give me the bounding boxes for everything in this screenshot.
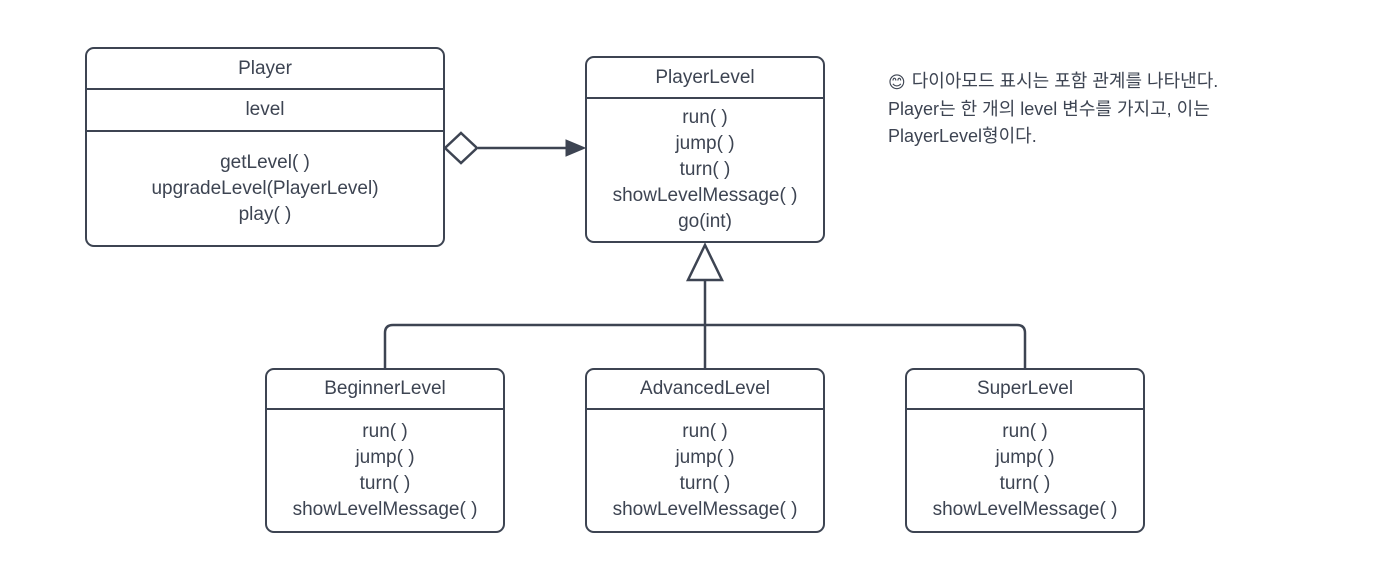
operation-turn: turn( ): [359, 472, 411, 494]
annotation-note: 😊 다이아모드 표시는 포함 관계를 나타낸다. Player는 한 개의 lev…: [888, 68, 1318, 150]
operation-showlevelmessage: showLevelMessage( ): [612, 185, 798, 206]
attribute-level: level: [245, 99, 285, 121]
operation-showlevelmessage: showLevelMessage( ): [612, 498, 798, 520]
class-name-playerlevel: PlayerLevel: [587, 58, 823, 99]
class-box-superlevel[interactable]: SuperLevel run( ) jump( ) turn( ) showLe…: [905, 368, 1145, 533]
class-operations-player: getLevel( ) upgradeLevel(PlayerLevel) pl…: [87, 132, 443, 245]
annotation-line-1: 😊 다이아모드 표시는 포함 관계를 나타낸다.: [888, 68, 1318, 96]
operation-turn: turn( ): [679, 159, 731, 180]
operation-showlevelmessage: showLevelMessage( ): [932, 498, 1118, 520]
class-box-beginnerlevel[interactable]: BeginnerLevel run( ) jump( ) turn( ) sho…: [265, 368, 505, 533]
class-name-player: Player: [87, 49, 443, 90]
operation-run: run( ): [682, 107, 728, 128]
class-operations-superlevel: run( ) jump( ) turn( ) showLevelMessage(…: [907, 410, 1143, 531]
class-operations-playerlevel: run( ) jump( ) turn( ) showLevelMessage(…: [587, 99, 823, 241]
hollow-diamond-icon: [443, 131, 479, 165]
filled-arrow-icon: [565, 139, 587, 157]
operation-turn: turn( ): [679, 472, 731, 494]
hollow-triangle-icon: [686, 242, 724, 282]
class-attributes-player: level: [87, 90, 443, 132]
class-operations-beginnerlevel: run( ) jump( ) turn( ) showLevelMessage(…: [267, 410, 503, 531]
operation-run: run( ): [1002, 420, 1048, 442]
class-name-superlevel: SuperLevel: [907, 370, 1143, 410]
annotation-text-1: 다이아모드 표시는 포함 관계를 나타낸다.: [911, 71, 1219, 91]
operation-go: go(int): [678, 211, 732, 232]
class-operations-advancedlevel: run( ) jump( ) turn( ) showLevelMessage(…: [587, 410, 823, 531]
operation-turn: turn( ): [999, 472, 1051, 494]
operation-getlevel: getLevel( ): [220, 151, 310, 173]
operation-run: run( ): [682, 420, 728, 442]
operation-jump: jump( ): [675, 133, 735, 154]
class-box-player[interactable]: Player level getLevel( ) upgradeLevel(Pl…: [85, 47, 445, 247]
operation-run: run( ): [362, 420, 408, 442]
operation-showlevelmessage: showLevelMessage( ): [292, 498, 478, 520]
relation-generalization-subclasses-playerlevel: [383, 242, 1027, 368]
class-name-advancedlevel: AdvancedLevel: [587, 370, 823, 410]
operation-play: play( ): [238, 203, 292, 225]
operation-jump: jump( ): [995, 446, 1055, 468]
class-box-playerlevel[interactable]: PlayerLevel run( ) jump( ) turn( ) showL…: [585, 56, 825, 243]
class-name-beginnerlevel: BeginnerLevel: [267, 370, 503, 410]
class-box-advancedlevel[interactable]: AdvancedLevel run( ) jump( ) turn( ) sho…: [585, 368, 825, 533]
operation-jump: jump( ): [355, 446, 415, 468]
smiling-face-icon: 😊: [888, 73, 906, 92]
relation-aggregation-player-playerlevel: [443, 131, 587, 165]
annotation-text-3: PlayerLevel형이다.: [888, 126, 1037, 146]
operation-upgradelevel: upgradeLevel(PlayerLevel): [151, 177, 379, 199]
operation-jump: jump( ): [675, 446, 735, 468]
annotation-text-2: Player는 한 개의 level 변수를 가지고, 이는: [888, 99, 1210, 119]
